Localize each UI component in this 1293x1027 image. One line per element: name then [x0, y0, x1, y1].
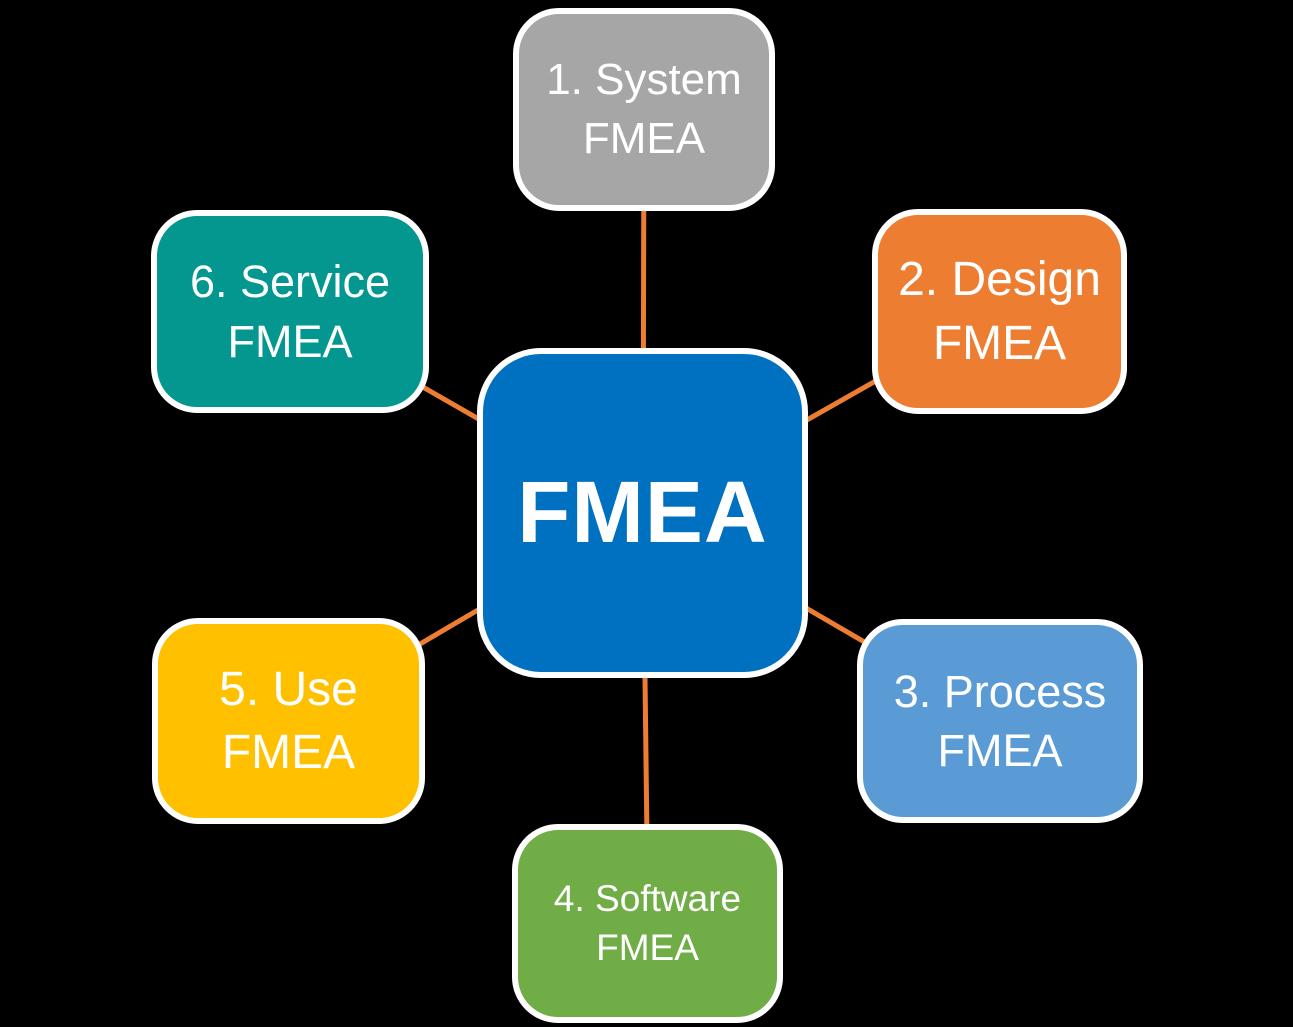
node-label-line1: 2. Design	[898, 253, 1101, 307]
node-label-line2: FMEA	[227, 315, 353, 367]
node-service-fmea: 6. Service FMEA	[151, 210, 429, 413]
node-software-fmea: 4. Software FMEA	[512, 824, 783, 1023]
node-label-line1: 1. System	[546, 55, 742, 105]
node-process-fmea: 3. Process FMEA	[857, 619, 1143, 823]
node-label-line2: FMEA	[582, 113, 706, 163]
node-label-line2: FMEA	[937, 725, 1063, 776]
node-label-line2: FMEA	[596, 926, 699, 968]
node-design-fmea: 2. Design FMEA	[872, 209, 1127, 414]
node-label-line1: 6. Service	[189, 256, 391, 308]
node-label-line2: FMEA	[221, 726, 356, 779]
node-label-line1: 4. Software	[553, 877, 742, 919]
center-node-fmea: FMEA	[477, 348, 808, 678]
node-label-line2: FMEA	[932, 316, 1067, 370]
node-system-fmea: 1. System FMEA	[513, 8, 775, 211]
center-node-label: FMEA	[517, 463, 768, 561]
node-label-line1: 5. Use	[219, 662, 358, 716]
node-label-line1: 3. Process	[893, 665, 1107, 717]
node-use-fmea: 5. Use FMEA	[152, 618, 425, 824]
